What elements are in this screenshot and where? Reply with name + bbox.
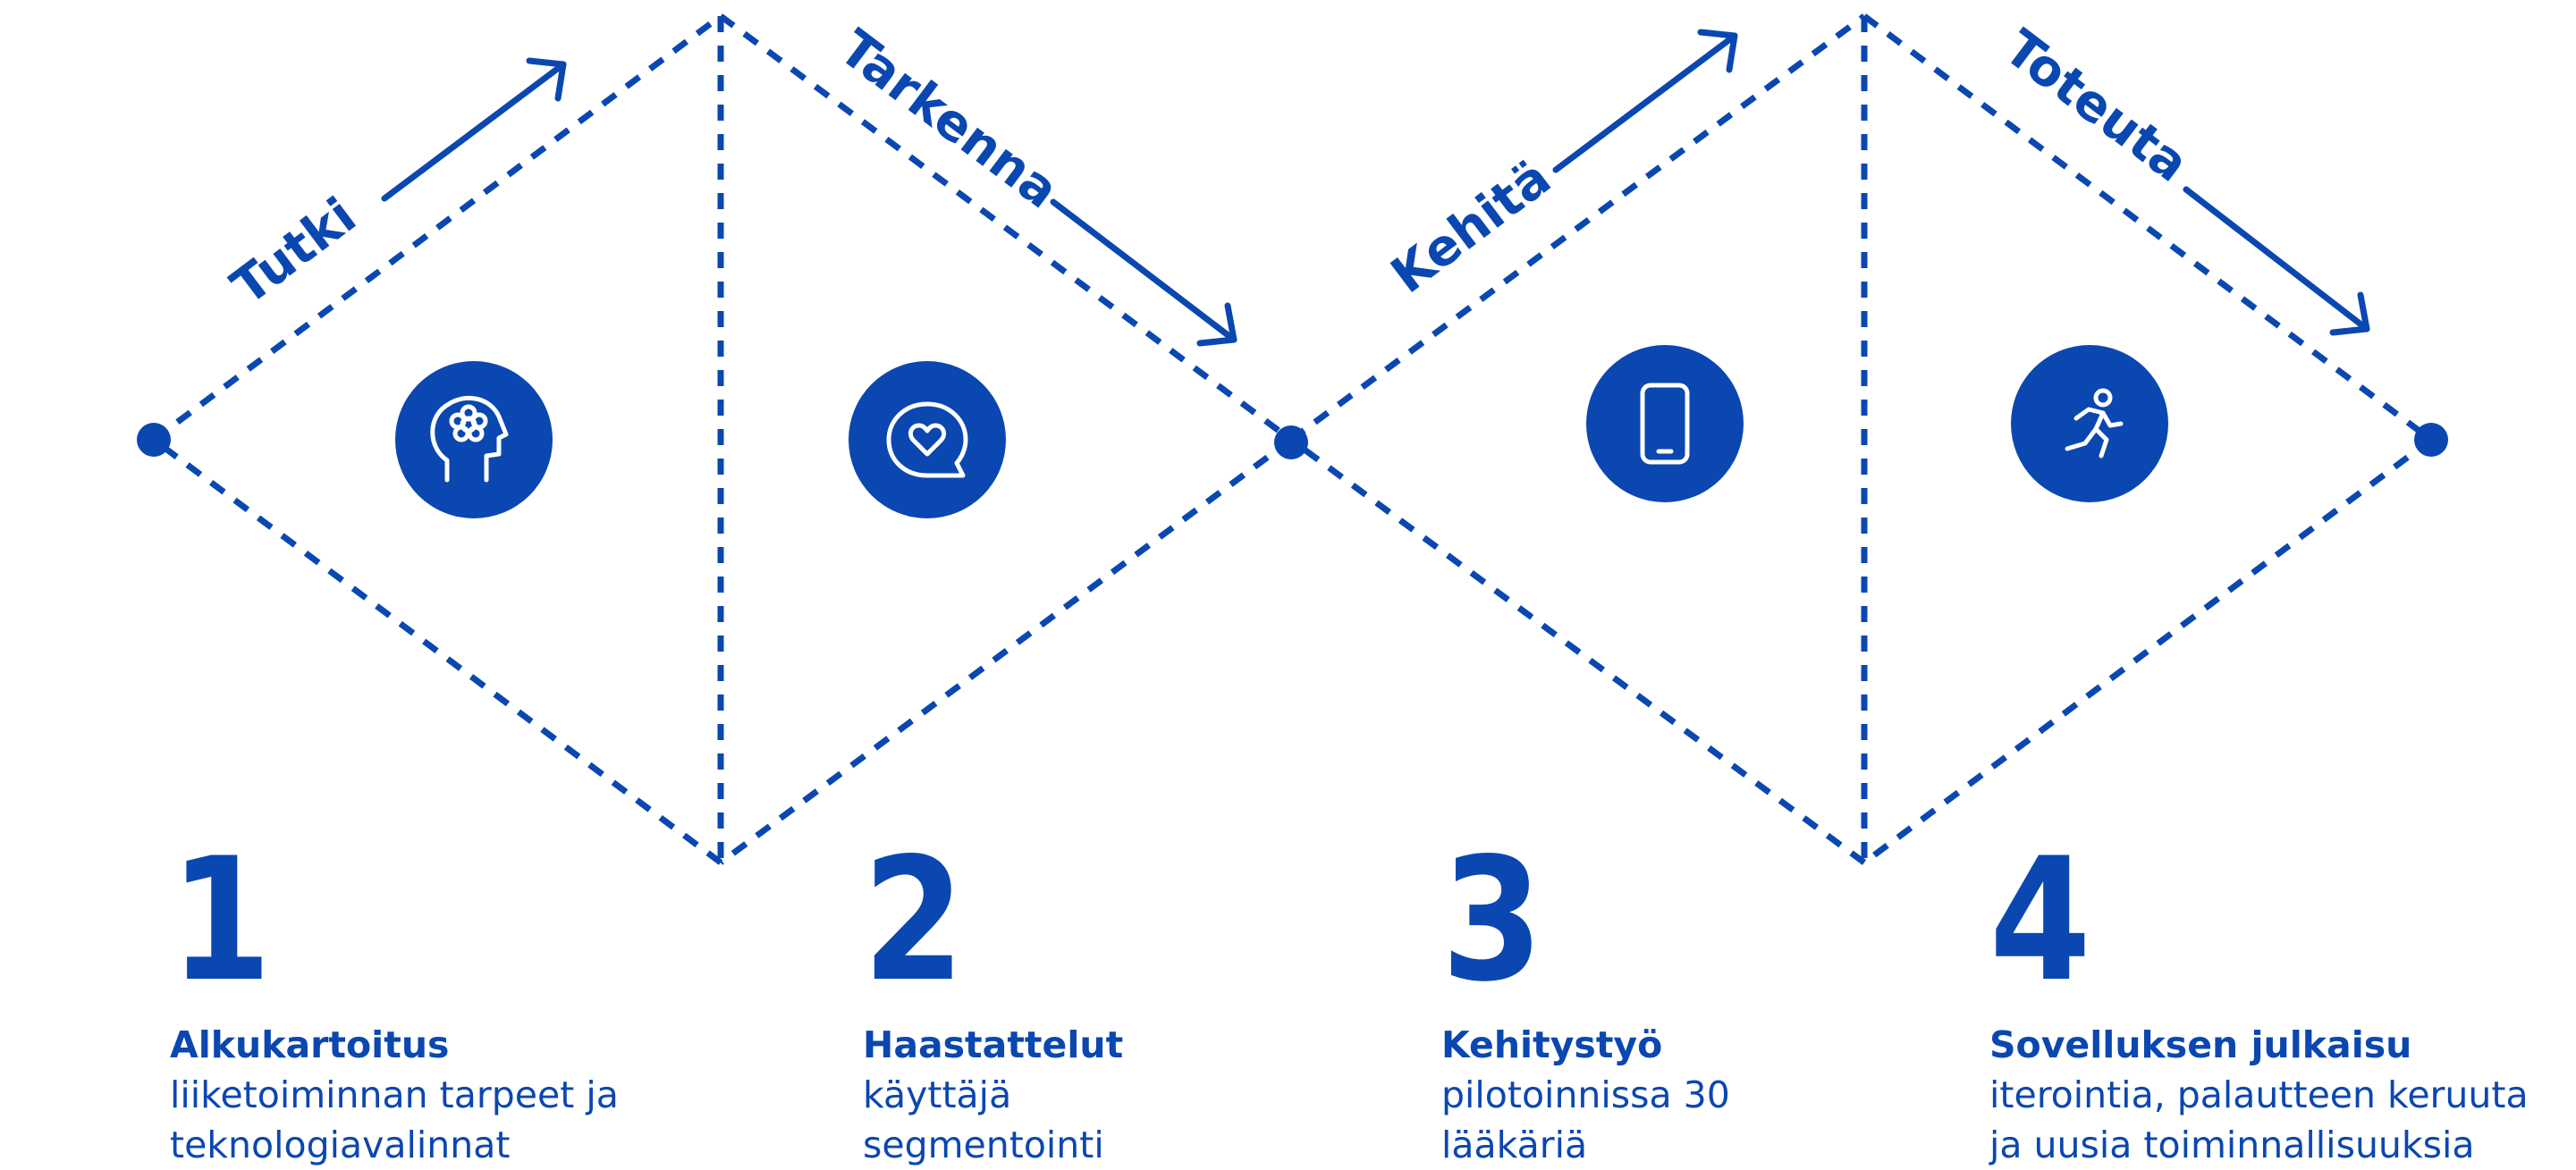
step-description-line: ja uusia toiminnallisuuksia — [1989, 1124, 2475, 1166]
end-node — [2414, 423, 2448, 457]
phase-arrow-down-2 — [1050, 198, 1237, 347]
step-description-line: segmentointi — [863, 1124, 1104, 1166]
phase-arrow-up-3 — [1552, 29, 1738, 173]
diamond2-upper-left-edge — [1288, 13, 1867, 442]
diamond2-lower-left-edge — [1288, 437, 1867, 865]
step-description-line: lääkäriä — [1441, 1124, 1588, 1166]
step-title: Haastattelut — [863, 1023, 1124, 1066]
diamond1-upper-right-edge — [718, 13, 1294, 442]
diamond2-lower-right-edge — [1862, 437, 2434, 865]
phase-label-kehita: Kehitä — [1381, 148, 1561, 305]
step-title: Alkukartoitus — [170, 1023, 450, 1066]
phase-arrow-down-4 — [2183, 186, 2370, 336]
step-number: 3 — [1441, 821, 1543, 1019]
step-number: 2 — [863, 821, 965, 1019]
step-description-line: liiketoiminnan tarpeet ja — [170, 1073, 619, 1116]
phase-arrow-up-1 — [381, 57, 567, 202]
step-title: Kehitystyö — [1441, 1023, 1663, 1066]
running-person-icon — [2011, 345, 2168, 502]
start-node — [137, 423, 171, 457]
diamond1-lower-right-edge — [718, 437, 1294, 865]
phase-label-toteuta: Toteuta — [1994, 19, 2200, 193]
head-flower-icon — [395, 361, 553, 518]
step-number: 4 — [1989, 821, 2091, 1019]
step-2: 2 Haastattelut käyttäjä segmentointi — [863, 836, 1123, 1170]
step-1: 1 Alkukartoitus liiketoiminnan tarpeet j… — [170, 836, 619, 1170]
step-description-line: pilotoinnissa 30 — [1441, 1073, 1730, 1116]
step-number: 1 — [170, 821, 272, 1019]
step-4: 4 Sovelluksen julkaisu iterointia, palau… — [1989, 836, 2529, 1170]
smartphone-icon — [1586, 345, 1744, 502]
step-title: Sovelluksen julkaisu — [1989, 1023, 2412, 1066]
step-3: 3 Kehitystyö pilotoinnissa 30 lääkäriä — [1441, 836, 1730, 1170]
heart-speech-bubble-icon — [849, 361, 1006, 518]
step-description-line: teknologiavalinnat — [170, 1124, 511, 1166]
step-description-line: käyttäjä — [863, 1073, 1012, 1116]
middle-node — [1274, 425, 1308, 459]
step-description-line: iterointia, palautteen keruuta — [1989, 1073, 2529, 1116]
